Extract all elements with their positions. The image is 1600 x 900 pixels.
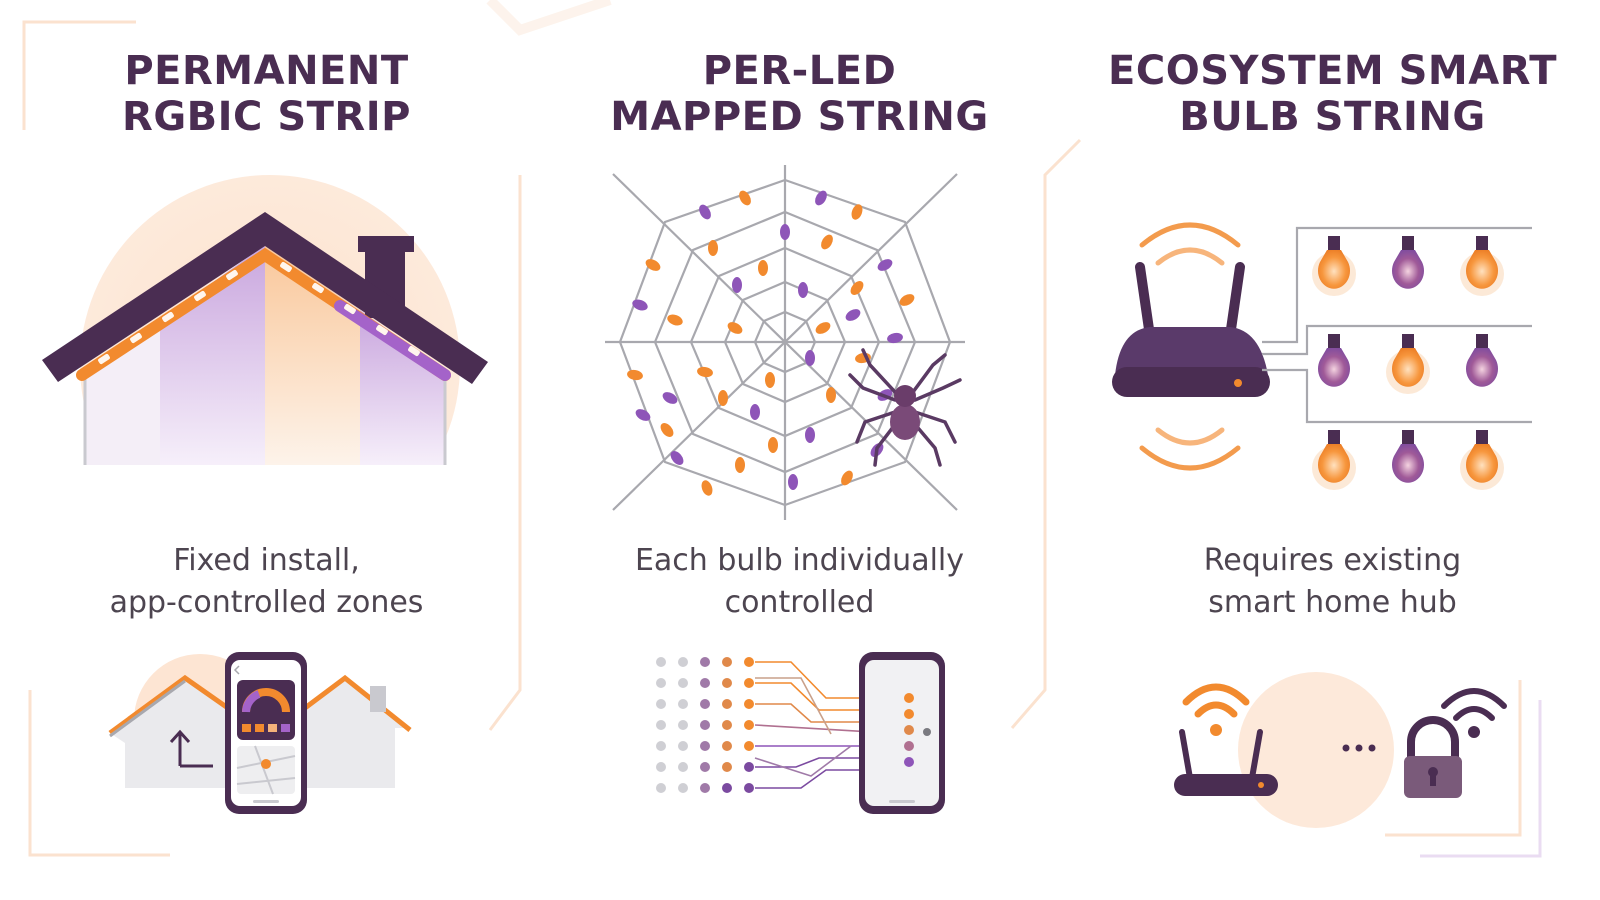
lock-icon	[1404, 716, 1462, 798]
panel-ecosystem-smart-bulb-string: ECOSYSTEM SMART BULB STRING	[1066, 0, 1599, 900]
panel-title: PERMANENT RGBIC STRIP	[122, 48, 411, 140]
spiderweb-lights-icon	[605, 165, 965, 520]
router-icon	[1112, 222, 1270, 471]
led-matrix-mapping-icon	[656, 652, 945, 814]
panel-title: ECOSYSTEM SMART BULB STRING	[1108, 48, 1557, 140]
panel-caption: Fixed install, app-controlled zones	[109, 543, 424, 620]
bulb-grid-icon	[1262, 226, 1532, 490]
panel-permanent-rgbic-strip: PERMANENT RGBIC STRIP	[0, 0, 533, 900]
panel-caption: Requires existing smart home hub	[1203, 543, 1462, 620]
hub-connection-icon	[1174, 672, 1507, 828]
wifi-icon	[1182, 683, 1507, 738]
panel-title: PER-LED MAPPED STRING	[610, 48, 989, 140]
panel-caption: Each bulb individually controlled	[634, 543, 965, 620]
panel-per-led-mapped-string: PER-LED MAPPED STRING	[533, 0, 1066, 900]
phone-app-icon	[108, 652, 412, 814]
spider-icon	[848, 348, 962, 467]
house-roofline-icon	[40, 175, 500, 480]
